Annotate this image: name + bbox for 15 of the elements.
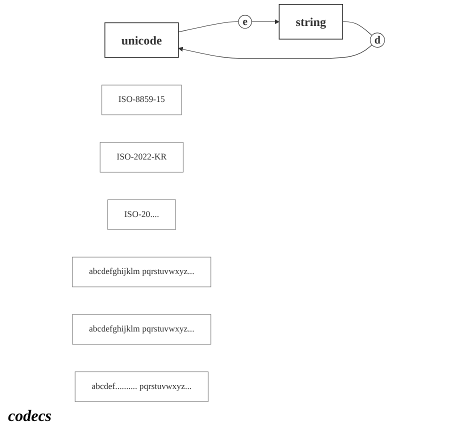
node-box: ISO-2022-KR: [100, 142, 184, 172]
connector: [342, 22, 372, 36]
node-box: abcdef.......... pqrstuvwxyz...: [74, 372, 208, 402]
node-circle: e: [238, 14, 252, 29]
node-box: abcdefghijklm pqrstuvwxyz...: [72, 256, 212, 288]
node-box: unicode: [104, 22, 179, 58]
node-box: string: [278, 4, 344, 40]
node-box: ISO-8859-15: [102, 84, 182, 116]
node-box: ISO-20....: [107, 199, 176, 230]
node-box: abcdefghijklm pqrstuvwxyz...: [72, 314, 212, 345]
section-heading: codecs: [7, 407, 53, 427]
arrow: [251, 19, 280, 24]
node-circle: d: [370, 32, 385, 48]
arrow: [178, 44, 372, 59]
connector: [178, 22, 239, 32]
